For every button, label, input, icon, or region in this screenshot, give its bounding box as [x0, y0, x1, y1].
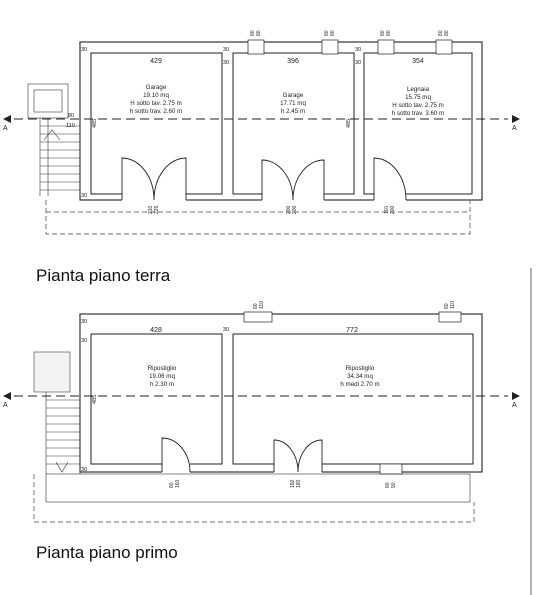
first-room-1-name: Ripostiglio — [148, 365, 177, 372]
ground-window-4 — [435, 39, 453, 55]
ground-staircase — [27, 83, 81, 196]
first-window-3 — [379, 463, 403, 475]
ground-room-3-area: 15.75 mq — [405, 94, 431, 101]
first-staircase — [33, 351, 81, 474]
ground-window-4-mark-a: 80 — [438, 30, 444, 36]
ground-wall-mark-2: 30 — [223, 47, 229, 53]
first-section-arrow-left — [3, 392, 11, 400]
ground-room-1-height: H sotto tav. 2.75 m — [130, 100, 181, 107]
ground-door-1-mark-a: 210 — [148, 205, 154, 214]
ground-door-3-mark-b: 200 — [390, 205, 396, 214]
ground-room-3-height-beam: h sotto trav. 3.60 m — [392, 110, 445, 117]
ground-wall-mark-4: 30 — [81, 193, 87, 199]
ground-window-1-mark-b: 80 — [256, 30, 262, 36]
first-room-2-area: 34.34 mq — [347, 373, 373, 380]
first-room-2-width: 772 — [346, 327, 358, 334]
ground-room-legnaia — [363, 52, 473, 195]
first-window-1 — [243, 311, 273, 323]
first-window-2 — [438, 311, 462, 323]
ground-window-3 — [377, 39, 395, 55]
ground-side-mark-3: 485 — [92, 119, 98, 128]
ground-room-2-height: h 2.45 m — [281, 108, 305, 115]
ground-door-1-mark-b: 225 — [154, 205, 160, 214]
ground-room-garage-2 — [232, 52, 355, 195]
ground-section-arrow-left — [3, 115, 11, 123]
first-wall-mark-4: 30 — [81, 467, 87, 473]
ground-wall-mark-1: 30 — [81, 47, 87, 53]
first-room-2-height: h medi 2.70 m — [340, 381, 379, 388]
first-door-2-mark-a: 150 — [290, 479, 296, 488]
ground-side-mark-2: 110 — [66, 123, 75, 129]
ground-side-mark-1: 80 — [68, 113, 74, 119]
ground-wall-mark-6: 30 — [355, 60, 361, 66]
ground-door-2-mark-a: 200 — [286, 205, 292, 214]
first-window-2-mark-b: 110 — [450, 301, 456, 309]
ground-window-1-mark-a: 80 — [250, 30, 256, 36]
ground-section-marker-left: A — [3, 125, 8, 132]
first-wall-mark-1: 30 — [81, 319, 87, 325]
ground-window-3-mark-b: 80 — [386, 30, 392, 36]
ground-section-arrow-right — [512, 115, 520, 123]
ground-window-2 — [321, 39, 339, 55]
ground-section-marker-right: A — [512, 125, 517, 132]
ground-room-1-name: Garage — [146, 84, 167, 91]
first-floor-caption: Pianta piano primo — [36, 543, 178, 562]
first-side-mark-1: 485 — [92, 395, 98, 404]
ground-dashed-outline — [45, 200, 471, 235]
ground-floor-plan: A A 429 396 354 Garage 19.10 mq H sotto … — [3, 30, 520, 235]
first-room-1-height: h 2.30 m — [150, 381, 174, 388]
first-section-marker-left: A — [3, 402, 8, 409]
first-door-1-mark-b: 160 — [175, 479, 181, 488]
ground-door-3 — [373, 157, 407, 202]
first-wall-mark-2: 30 — [223, 327, 229, 333]
ground-floor-caption: Pianta piano terra — [36, 266, 171, 285]
ground-room-1-area: 19.10 mq — [143, 92, 169, 99]
first-room-ripostiglio-1 — [90, 333, 223, 465]
first-section-marker-right: A — [512, 402, 517, 409]
first-window-1-mark-a: 80 — [253, 303, 259, 309]
ground-room-2-name: Garage — [283, 92, 304, 99]
ground-room-garage-1 — [90, 52, 223, 195]
first-room-1-width: 428 — [150, 327, 162, 334]
ground-door-1 — [121, 157, 187, 202]
first-window-2-mark-a: 80 — [444, 303, 450, 309]
ground-room-1-height-beam: h sotto trav. 2.60 m — [130, 108, 183, 115]
first-door-3-mark-a: 80 — [385, 482, 391, 488]
ground-room-2-area: 17.71 mq — [280, 100, 306, 107]
ground-room-3-width: 354 — [412, 58, 424, 65]
ground-window-2-mark-a: 80 — [324, 30, 330, 36]
ground-side-mark-4: 485 — [346, 119, 352, 128]
first-door-3-mark-b: 90 — [391, 482, 397, 488]
ground-window-3-mark-a: 80 — [380, 30, 386, 36]
ground-window-1 — [247, 39, 265, 55]
first-room-ripostiglio-2 — [232, 333, 474, 465]
ground-wall-mark-5: 30 — [223, 60, 229, 66]
first-room-2-name: Ripostiglio — [346, 365, 375, 372]
first-door-1 — [161, 437, 191, 474]
ground-room-2-width: 396 — [287, 58, 299, 65]
first-door-1-mark-a: 80 — [169, 482, 175, 488]
first-section-arrow-right — [512, 392, 520, 400]
ground-door-3-mark-a: 110 — [384, 206, 390, 214]
ground-window-4-mark-b: 80 — [444, 30, 450, 36]
first-wall-mark-3: 30 — [81, 338, 87, 344]
first-balcony — [45, 473, 471, 503]
first-door-2 — [273, 439, 323, 474]
ground-wall-mark-3: 30 — [355, 47, 361, 53]
ground-room-3-height: H sotto tav. 2.75 m — [392, 102, 443, 109]
ground-room-1-width: 429 — [150, 58, 162, 65]
ground-window-2-mark-b: 80 — [330, 30, 336, 36]
ground-door-2-mark-b: 200 — [292, 205, 298, 214]
first-floor-plan: A A 428 772 Ripostiglio 19.06 mq h 2.30 … — [3, 301, 520, 523]
first-door-2-mark-b: 180 — [296, 479, 302, 488]
first-dashed-outline — [33, 474, 475, 523]
ground-door-2 — [261, 159, 325, 202]
first-room-1-area: 19.06 mq — [149, 373, 175, 380]
ground-room-3-name: Legnaia — [407, 86, 430, 93]
first-window-1-mark-b: 110 — [259, 301, 265, 309]
